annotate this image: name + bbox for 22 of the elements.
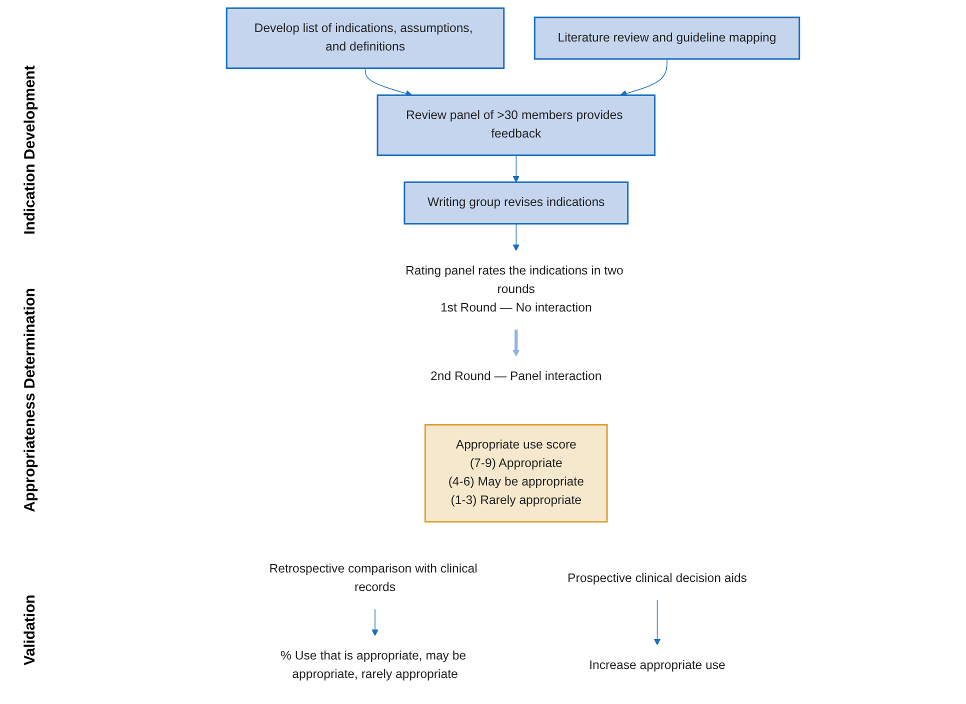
- arrow: [654, 599, 661, 646]
- arrow: [512, 329, 520, 357]
- node-text: Rating panel rates the indications in two rounds 1st Round — No interaction: [406, 264, 624, 315]
- node-text: Prospective clinical decision aids: [568, 572, 747, 585]
- node-text: % Use that is appropriate, may be appropriate, rarely appropriate: [280, 650, 466, 682]
- section-label: Appropriateness Determination: [22, 288, 38, 512]
- node-box: [534, 16, 800, 60]
- node-box: [226, 7, 505, 69]
- arrow: [620, 58, 668, 97]
- arrow: [512, 223, 520, 252]
- arrow: [364, 68, 412, 97]
- flowchart: Develop list of indications, assumptions, and definitions Literature review and guideline mapping Review panel of >30 members provides feedback Writing group revises indications Rating panel rates the indications in two rounds 1st Round — No interaction 2nd Round — Panel interaction Appropriate use score (7-9) Appropriate (4-6) May be appropriate (1-3) Rarely appropriate Retrospective comparison with clinical records % Use that is appropriate, may be appropriate, rarely appropriate Prospective clinical decision aids Increase appropriate use: [60, 2, 966, 702]
- node-text: Retrospective comparison with clinical records: [269, 562, 478, 594]
- node-box: [404, 181, 629, 225]
- arrow: [512, 154, 520, 182]
- section-label: Validation: [22, 594, 38, 666]
- node-box: [376, 94, 656, 156]
- section-label: Indication Development: [22, 65, 38, 235]
- arrow: [372, 608, 378, 636]
- node-box: [424, 424, 608, 523]
- node-text: Increase appropriate use: [589, 658, 726, 672]
- node-text: 2nd Round — Panel interaction: [430, 370, 602, 384]
